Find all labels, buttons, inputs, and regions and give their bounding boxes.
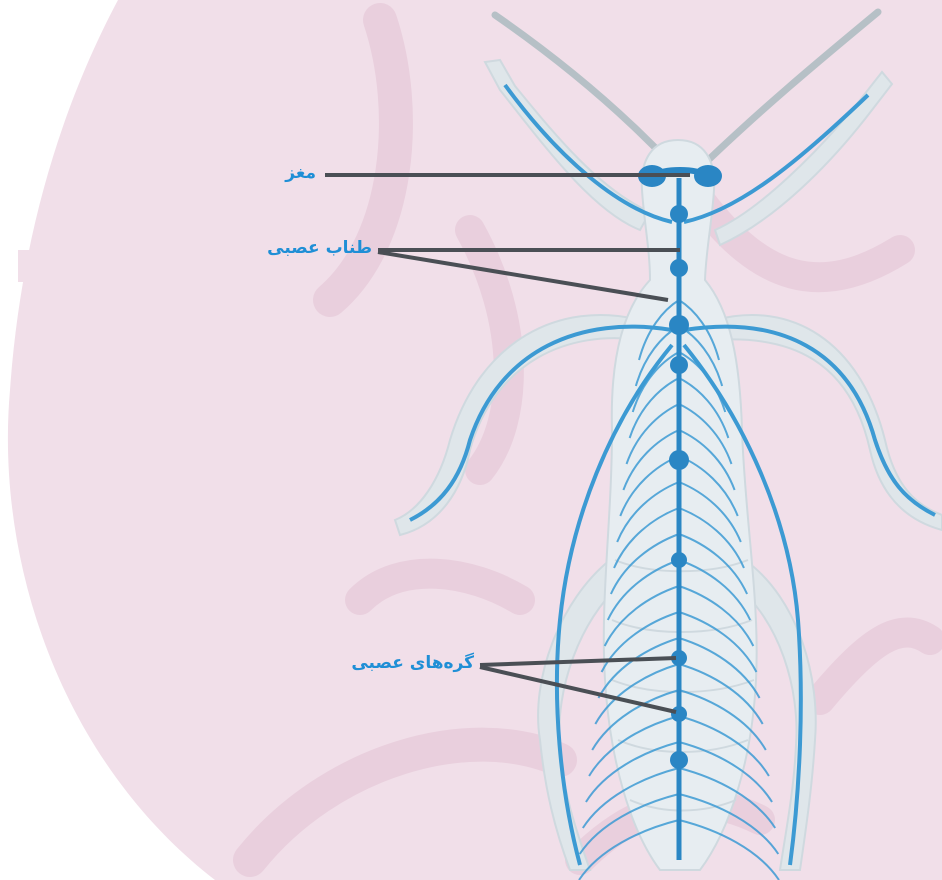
- ganglion: [670, 259, 688, 277]
- ganglion: [670, 356, 688, 374]
- label-ganglia: گره‌های عصبی: [351, 653, 474, 673]
- ganglion: [670, 751, 688, 769]
- label-nerve-cord: طناب عصبی: [267, 238, 372, 258]
- ganglion: [669, 450, 689, 470]
- ganglion: [671, 706, 687, 722]
- ganglion: [671, 552, 687, 568]
- ganglion: [669, 315, 689, 335]
- ganglion: [670, 205, 688, 223]
- label-brain: مغز: [285, 163, 316, 183]
